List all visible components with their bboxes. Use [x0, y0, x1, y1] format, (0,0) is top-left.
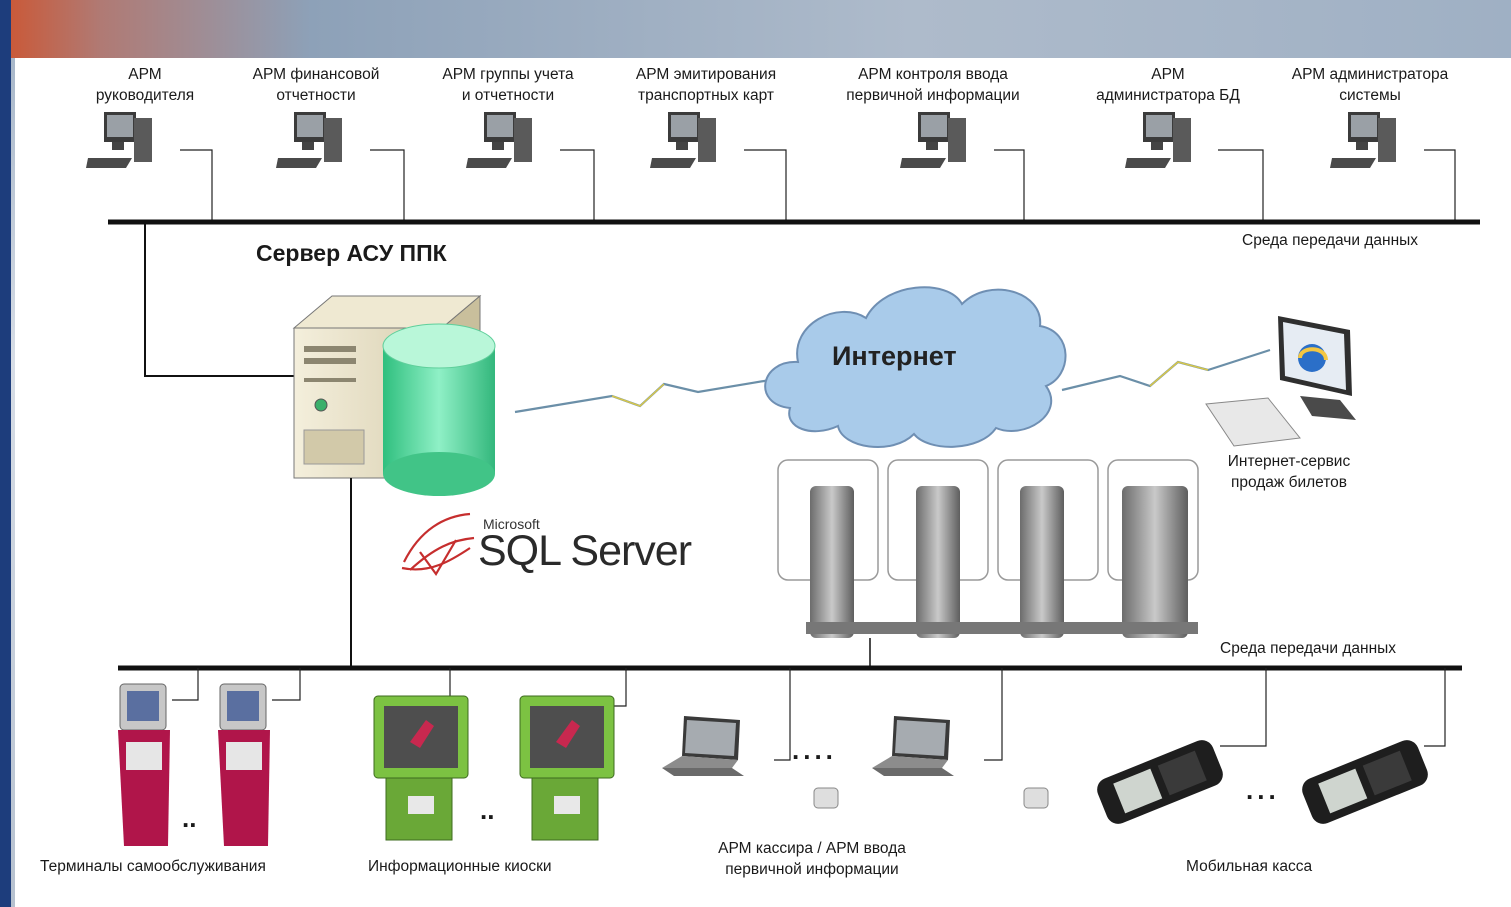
top-bus-label: Среда передачи данных: [1242, 232, 1419, 249]
mobile-cash-register-icon: [1097, 740, 1428, 824]
workstation-5-icon: [900, 112, 966, 168]
workstation-6-icon: [1125, 112, 1191, 168]
cashier-laptop-2-icon: [872, 716, 954, 776]
workstation-2-icon: [276, 112, 342, 168]
internet-label: Интернет: [832, 341, 957, 371]
kiosks-label: Информационные киоски: [368, 858, 552, 875]
sql-logo-product: SQL Server: [478, 527, 692, 575]
workstation-4-icon: [650, 112, 716, 168]
self-service-terminals-icon: [118, 683, 270, 846]
database-icon: [382, 323, 496, 496]
kiosks-ellipsis: ..: [480, 795, 495, 825]
cashier-ellipsis: ....: [792, 735, 837, 765]
turnstiles-icon: [777, 459, 1199, 638]
workstation-7-icon: [1330, 112, 1396, 168]
server-title: Сервер АСУ ППК: [256, 240, 447, 266]
bottom-bus-label: Среда передачи данных: [1220, 640, 1397, 657]
workstation-1-icon: [86, 112, 152, 168]
internet-service-computer-icon: [1205, 316, 1356, 447]
mobile-label: Мобильная касса: [1186, 858, 1313, 875]
workstation-3-icon: [466, 112, 532, 168]
terminals-ellipsis: ..: [182, 803, 197, 833]
frame-border: [0, 0, 11, 907]
terminals-label: Терминалы самообслуживания: [40, 858, 266, 875]
mobile-ellipsis: ...: [1246, 775, 1280, 805]
sql-logo-vendor: Microsoft: [483, 516, 540, 532]
header-strip: [11, 0, 1511, 58]
server-uplink: [144, 222, 297, 377]
top-drop-lines: [180, 149, 1456, 222]
workstation-icons: [86, 112, 1396, 168]
sql-server-logo-icon: [401, 512, 475, 577]
internet-cloud-icon: [764, 286, 1067, 448]
cashier-laptop-1-icon: [662, 716, 744, 776]
info-kiosks-icon: [373, 695, 615, 841]
barcode-scanner-icon: [813, 787, 1049, 809]
